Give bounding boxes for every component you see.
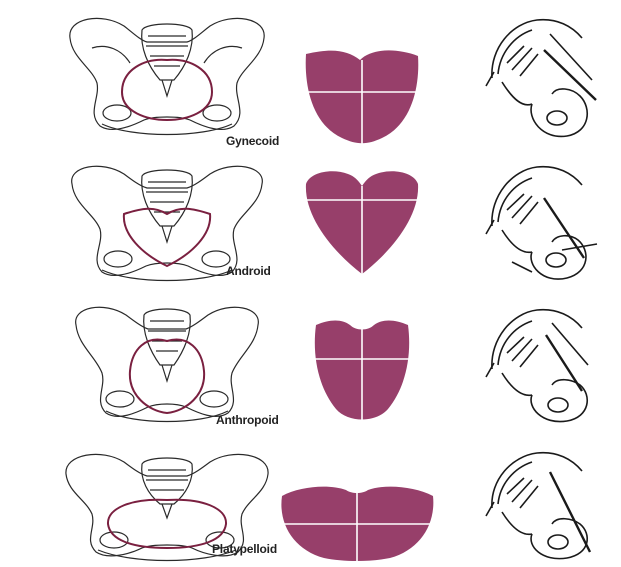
inlet-shape-platypelloid [280, 480, 435, 564]
inlet-shape-drawing [312, 315, 412, 427]
pelvis-front-drawing [62, 295, 272, 425]
pelvis-front-view [62, 295, 272, 425]
row-anthropoid: Anthropoid [0, 295, 621, 435]
lateral-view [472, 295, 607, 430]
inlet-shape-gynecoid [302, 46, 422, 146]
inlet-shape-drawing [302, 166, 422, 278]
pelvic-brim [122, 60, 212, 120]
label-anthropoid: Anthropoid [216, 413, 279, 427]
lateral-view [472, 154, 607, 289]
label-gynecoid: Gynecoid [226, 134, 279, 148]
lateral-view [472, 8, 607, 143]
lateral-view-drawing [472, 295, 607, 430]
row-android: Android [0, 154, 621, 289]
pelvic-brim [124, 209, 210, 266]
label-platypelloid: Platypelloid [212, 542, 277, 556]
inlet-shape-drawing [302, 46, 422, 146]
pelvic-brim [108, 500, 226, 548]
lateral-view-drawing [472, 442, 607, 564]
row-gynecoid: Gynecoid [0, 8, 621, 143]
inlet-shape-android [302, 166, 422, 278]
inlet-shape-drawing [280, 480, 435, 564]
lateral-view [472, 442, 607, 564]
pelvis-front-view [62, 8, 272, 138]
lateral-view-drawing [472, 8, 607, 143]
row-platypelloid: Platypelloid [0, 442, 621, 564]
lateral-view-drawing [472, 154, 607, 289]
label-android: Android [226, 264, 271, 278]
inlet-shape-anthropoid [312, 315, 412, 427]
pelvis-front-drawing [62, 8, 272, 138]
